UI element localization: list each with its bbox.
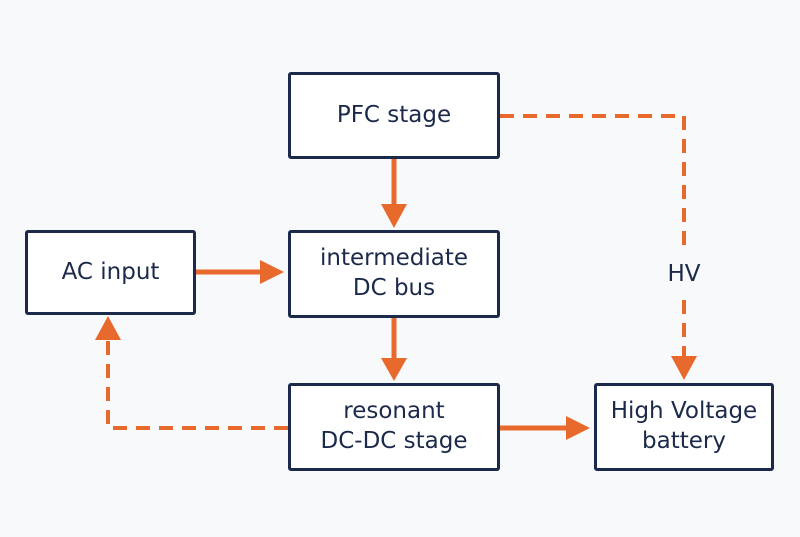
arrowhead-pfc-to-bus xyxy=(381,204,407,228)
ac-input-box: AC input xyxy=(25,230,196,315)
arrowhead-dcdc-to-battery xyxy=(566,416,590,440)
ac-input-label: AC input xyxy=(61,258,160,285)
intermediate-dc-bus-label: intermediate DC bus xyxy=(320,245,468,301)
intermediate-dc-bus-box: intermediate DC bus xyxy=(288,230,500,318)
pfc-stage-label: PFC stage xyxy=(336,101,452,128)
high-voltage-battery-label: High Voltage battery xyxy=(610,398,758,454)
arrowhead-pfc-to-battery-hv xyxy=(671,356,697,380)
pfc-stage-box: PFC stage xyxy=(288,72,500,159)
arrow-dcdc-to-ac-feedback xyxy=(106,338,288,430)
resonant-dcdc-stage-box: resonant DC-DC stage xyxy=(288,383,500,471)
high-voltage-battery-box: High Voltage battery xyxy=(594,383,774,471)
arrowhead-bus-to-dcdc xyxy=(381,358,407,381)
arrow-pfc-to-battery-hv xyxy=(500,114,686,358)
arrowhead-dcdc-to-ac-feedback xyxy=(95,316,121,340)
hv-edge-label: HV xyxy=(661,259,707,289)
resonant-dcdc-stage-label: resonant DC-DC stage xyxy=(320,398,468,454)
arrowhead-ac-to-bus xyxy=(260,260,284,284)
